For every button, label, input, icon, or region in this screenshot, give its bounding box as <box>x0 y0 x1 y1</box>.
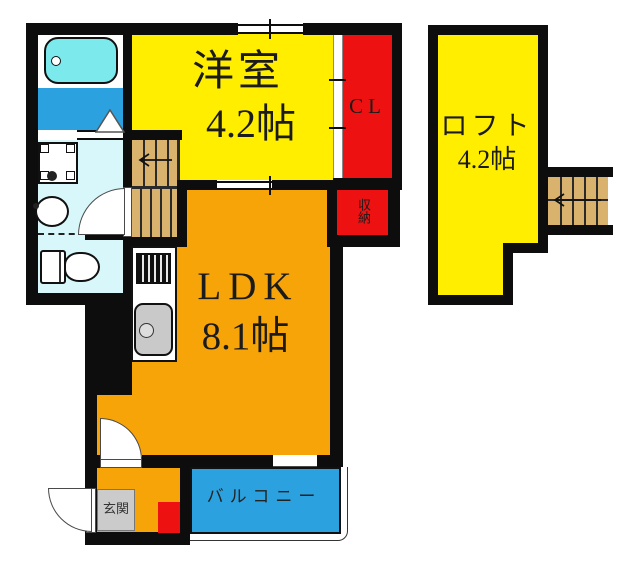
wall <box>428 25 548 35</box>
kitchen-sink-drain-icon <box>139 323 154 338</box>
wall <box>26 293 132 305</box>
faucet-icon <box>33 203 39 209</box>
balcony-door-opening <box>273 455 317 467</box>
wall <box>548 225 613 235</box>
wall <box>503 243 548 253</box>
wall <box>317 455 343 467</box>
wall <box>177 180 217 190</box>
wall <box>548 167 613 177</box>
wall <box>85 231 123 240</box>
toilet-bowl-icon <box>64 252 100 282</box>
balcony-railing <box>190 467 348 541</box>
stair-step-line <box>150 188 152 237</box>
wall <box>190 455 273 467</box>
sliding-door-tick <box>329 79 346 81</box>
door-swing-icon <box>48 488 92 532</box>
wash-basin-icon <box>35 196 69 227</box>
bath-door-triangle-icon <box>95 109 125 133</box>
accordion-door-icon <box>38 233 85 235</box>
stair-step-line <box>160 188 162 237</box>
shoe-cabinet <box>158 502 180 533</box>
stair-step-line <box>140 188 142 237</box>
loft-size: 4.2帖 <box>457 145 517 174</box>
wall <box>327 188 337 235</box>
bathtub-drain-icon <box>51 56 61 66</box>
ldk-size: 8.1帖 <box>201 315 290 358</box>
sliding-door-tick <box>329 127 346 129</box>
washer-foot-icon <box>66 171 75 180</box>
stair-step-line <box>572 177 574 225</box>
stair-step-line <box>155 140 157 186</box>
loft-label: ロフト <box>440 111 534 141</box>
wall <box>428 25 438 305</box>
stair-step-line <box>584 177 586 225</box>
closet-sliding-door-icon <box>333 35 343 178</box>
window-center-tick <box>269 176 271 195</box>
stair-landing-line <box>132 186 177 189</box>
wall <box>303 23 402 35</box>
storage-closet <box>337 190 388 235</box>
wall <box>388 188 400 247</box>
wall <box>123 237 132 293</box>
toilet-tank-icon <box>40 250 66 284</box>
window-icon <box>217 181 272 190</box>
wall <box>26 23 38 305</box>
genkan-step <box>97 489 135 531</box>
ldk-label: LDK <box>197 265 299 308</box>
balcony-label: バルコニー <box>206 487 322 506</box>
wall <box>327 235 400 247</box>
closet <box>343 35 392 178</box>
wall <box>272 180 333 190</box>
wall <box>142 455 190 468</box>
stair-rail-line <box>177 140 180 180</box>
toilet-tank-line <box>59 252 61 282</box>
wall <box>85 532 190 545</box>
staircase <box>132 140 177 237</box>
entrance-label: 玄関 <box>102 501 129 516</box>
stair-step-line <box>167 140 169 186</box>
wall <box>123 130 182 140</box>
washer-drain-icon <box>47 171 57 181</box>
stairs-up-arrow-icon <box>553 193 601 207</box>
wall <box>392 23 402 190</box>
washer-foot-icon <box>40 144 49 153</box>
wall <box>97 455 100 468</box>
wall <box>503 243 513 305</box>
balcony <box>190 467 341 534</box>
closet-label: CL <box>349 94 386 118</box>
window-center-tick <box>269 19 271 39</box>
wall <box>180 467 190 533</box>
wall <box>123 23 132 130</box>
stair-step-line <box>170 188 172 237</box>
stair-step-line <box>596 177 598 225</box>
wall <box>538 25 548 253</box>
wall <box>26 23 238 35</box>
stair-step-line <box>560 177 562 225</box>
wall <box>85 303 132 395</box>
wall <box>177 190 187 247</box>
wall <box>123 237 187 247</box>
wall <box>428 295 513 305</box>
storage-label: 収納 <box>355 198 371 224</box>
gas-stove-icon <box>136 253 171 284</box>
washer-foot-icon <box>66 144 75 153</box>
wall <box>333 178 402 190</box>
loft-room <box>438 35 538 243</box>
western-room-label: 洋室 <box>191 49 284 95</box>
stairs-up-arrow-icon <box>138 153 172 167</box>
wall <box>123 140 132 187</box>
western-room-size: 4.2帖 <box>206 101 296 146</box>
loft-room <box>438 243 503 295</box>
wall <box>330 235 343 467</box>
